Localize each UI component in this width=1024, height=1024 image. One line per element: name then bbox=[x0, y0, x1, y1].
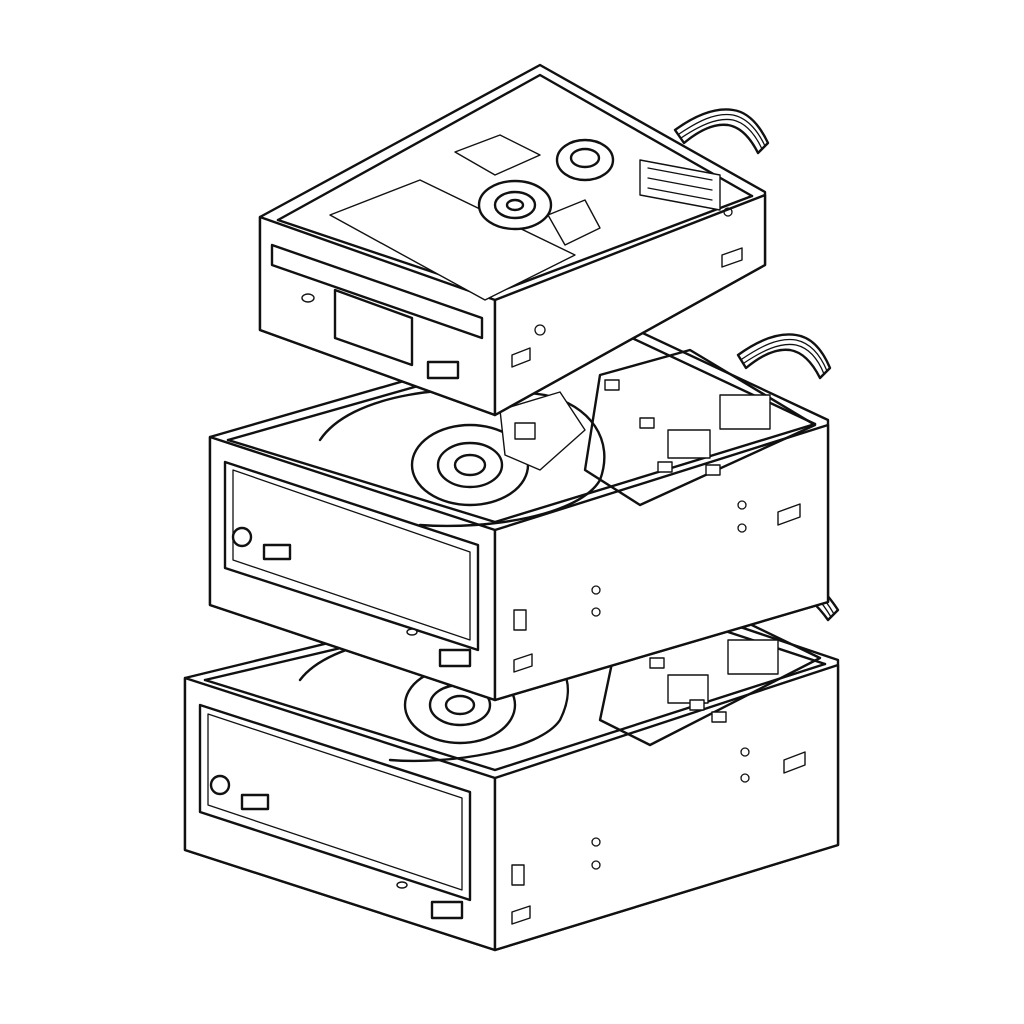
eject-button-bottom bbox=[430, 900, 464, 920]
disc-tray-slot-bottom bbox=[198, 703, 472, 902]
controller-chip-middle bbox=[667, 429, 711, 459]
ribbon-cable-middle bbox=[736, 333, 832, 380]
connector-bottom bbox=[727, 639, 779, 675]
activity-led-top bbox=[301, 293, 315, 303]
laser-sled-middle bbox=[499, 391, 586, 471]
side-panel-top bbox=[493, 193, 767, 417]
spindle-motor-top bbox=[477, 179, 553, 231]
eject-button-top bbox=[426, 360, 460, 380]
circuit-board-middle bbox=[583, 348, 817, 507]
optical-drive-bottom bbox=[183, 576, 840, 952]
headphone-jack-icon bbox=[209, 774, 231, 796]
volume-control-middle bbox=[262, 543, 292, 561]
disc-tray-slot-middle bbox=[223, 460, 480, 652]
disk-door-top bbox=[333, 288, 414, 367]
eject-button-middle bbox=[438, 648, 472, 668]
connector-middle bbox=[719, 394, 771, 430]
optical-drive-middle bbox=[208, 318, 832, 702]
side-panel-middle bbox=[493, 423, 830, 702]
controller-chip-bottom bbox=[667, 674, 709, 704]
read-platter-top bbox=[329, 179, 576, 301]
activity-led-bottom bbox=[396, 881, 408, 889]
activity-led-middle bbox=[406, 628, 418, 636]
headphone-jack-icon bbox=[231, 526, 253, 548]
volume-control-bottom bbox=[240, 793, 270, 811]
floppy-drive bbox=[258, 63, 770, 417]
disk-slot-top bbox=[270, 243, 484, 340]
side-panel-bottom bbox=[493, 663, 840, 952]
ribbon-cable-top bbox=[673, 108, 770, 155]
stepper-motor-top bbox=[555, 138, 615, 182]
